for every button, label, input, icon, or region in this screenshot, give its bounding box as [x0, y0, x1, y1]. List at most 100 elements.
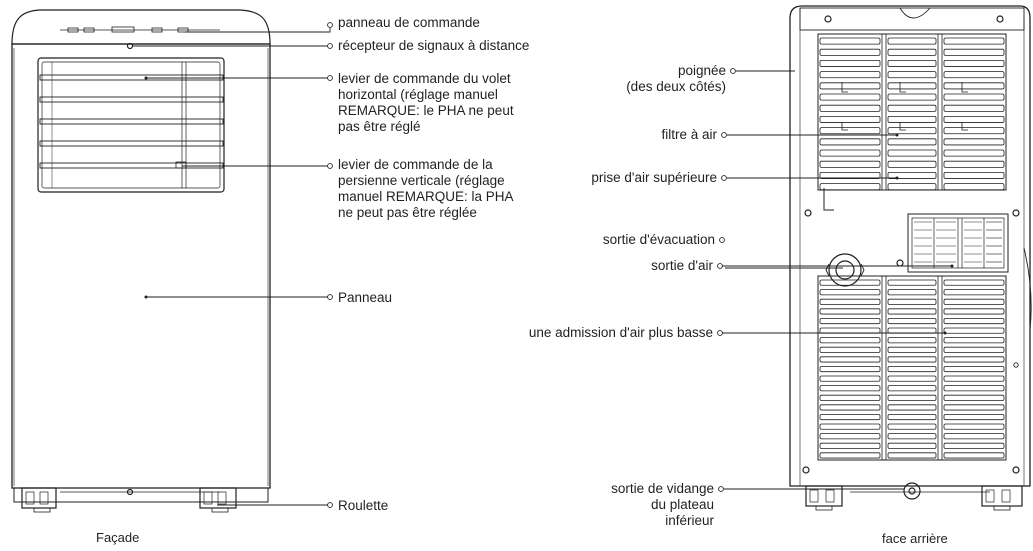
grille-slat: [887, 433, 937, 440]
grille-slat: [887, 298, 937, 305]
label-air-filter: filtre à air: [661, 127, 717, 142]
grille-slat: [819, 289, 881, 296]
grille-slat: [819, 452, 881, 459]
rear-body: [789, 5, 1031, 487]
grille-slat: [943, 127, 1005, 135]
grille-slat: [887, 116, 937, 123]
grille-slat: [943, 289, 1005, 296]
grille-slat: [887, 60, 937, 67]
label-upper-air-intake: prise d'air supérieure: [591, 170, 717, 185]
drain-outlet-shape: [903, 482, 921, 500]
grille-slat: [943, 60, 1005, 67]
grille-slat: [943, 149, 1005, 157]
label-remote-receiver: récepteur de signaux à distance: [338, 38, 530, 53]
label-control-panel: panneau de commande: [338, 15, 480, 30]
grille-slat: [819, 183, 881, 191]
grille-slat: [943, 160, 1005, 168]
grille-slat: [819, 279, 881, 286]
front-top-cap: [11, 9, 271, 45]
grille-slat: [943, 171, 1005, 179]
caption-front: Façade: [96, 530, 140, 545]
grille-slat: [887, 375, 937, 382]
caption-rear: face arrière: [882, 531, 948, 546]
label-drain-outlet: sortie de vidange du plateau inférieur: [611, 481, 714, 528]
label-horizontal-louver-lever: levier de commande du volet horizontal (…: [338, 71, 514, 134]
grille-slat: [887, 149, 937, 157]
upper-grille: [817, 33, 1007, 191]
grille-slat: [887, 365, 937, 373]
grille-slat: [943, 48, 1005, 56]
grille-slat: [943, 346, 1005, 353]
grille-slat: [819, 48, 881, 56]
grille-slat: [819, 365, 881, 373]
grille-slat: [943, 423, 1005, 430]
grille-slat: [943, 82, 1005, 90]
grille-slat: [819, 138, 881, 146]
grille-slat: [887, 394, 937, 401]
grille-slat: [887, 183, 937, 191]
grille-slat: [943, 93, 1005, 101]
lower-grille: [817, 275, 1007, 461]
grille-slat: [943, 442, 1005, 449]
grille-slat: [887, 423, 937, 430]
grille-slat: [887, 93, 937, 101]
grille-slat: [819, 356, 881, 363]
grille-slat: [887, 279, 937, 286]
grille-slat: [887, 413, 937, 421]
label-vertical-louver-lever: levier de commande de la persienne verti…: [338, 157, 514, 220]
grille-slat: [943, 327, 1005, 334]
front-unit: [11, 9, 271, 513]
label-caster: Roulette: [338, 498, 389, 513]
grille-slat: [819, 317, 881, 325]
grille-slat: [887, 404, 937, 411]
leader-lines: [133, 28, 952, 506]
label-panel: Panneau: [338, 290, 393, 305]
air-outlet-grille: [907, 213, 1009, 273]
grille-slat: [943, 317, 1005, 325]
grille-slat: [943, 104, 1005, 112]
grille-slat: [887, 442, 937, 449]
grille-slat: [819, 298, 881, 305]
grille-slat: [887, 48, 937, 56]
grille-slat: [887, 71, 937, 79]
rear-caster-right: [981, 485, 1023, 511]
grille-slat: [943, 375, 1005, 382]
grille-slat: [887, 346, 937, 353]
grille-slat: [887, 127, 937, 135]
grille-slat: [943, 404, 1005, 411]
front-caster-left: [21, 487, 57, 513]
grille-slat: [943, 365, 1005, 373]
grille-slat: [819, 442, 881, 449]
grille-slat: [943, 433, 1005, 440]
grille-slat: [943, 385, 1005, 392]
grille-slat: [819, 149, 881, 157]
grille-slat: [819, 413, 881, 421]
label-handle: poignée (des deux côtés): [626, 63, 726, 94]
grille-slat: [887, 356, 937, 363]
grille-slat: [887, 317, 937, 325]
grille-slat: [819, 433, 881, 440]
grille-slat: [819, 93, 881, 101]
exhaust-outlet-shape: [825, 253, 865, 287]
grille-slat: [887, 171, 937, 179]
grille-slat: [819, 60, 881, 67]
grille-slat: [819, 346, 881, 353]
grille-slat: [819, 375, 881, 382]
grille-slat: [887, 289, 937, 296]
grille-slat: [887, 138, 937, 146]
grille-slat: [887, 385, 937, 392]
grille-slat: [819, 104, 881, 112]
grille-slat: [819, 127, 881, 135]
label-lower-air-intake: une admission d'air plus basse: [528, 325, 713, 340]
rear-unit: [789, 5, 1032, 511]
rear-caster-left: [805, 485, 843, 511]
grille-slat: [943, 138, 1005, 146]
grille-slat: [943, 71, 1005, 79]
grille-slat: [943, 413, 1005, 421]
grille-slat: [887, 337, 937, 344]
grille-slat: [819, 327, 881, 334]
grille-slat: [887, 160, 937, 168]
front-caster-right: [199, 487, 237, 513]
grille-slat: [819, 423, 881, 430]
